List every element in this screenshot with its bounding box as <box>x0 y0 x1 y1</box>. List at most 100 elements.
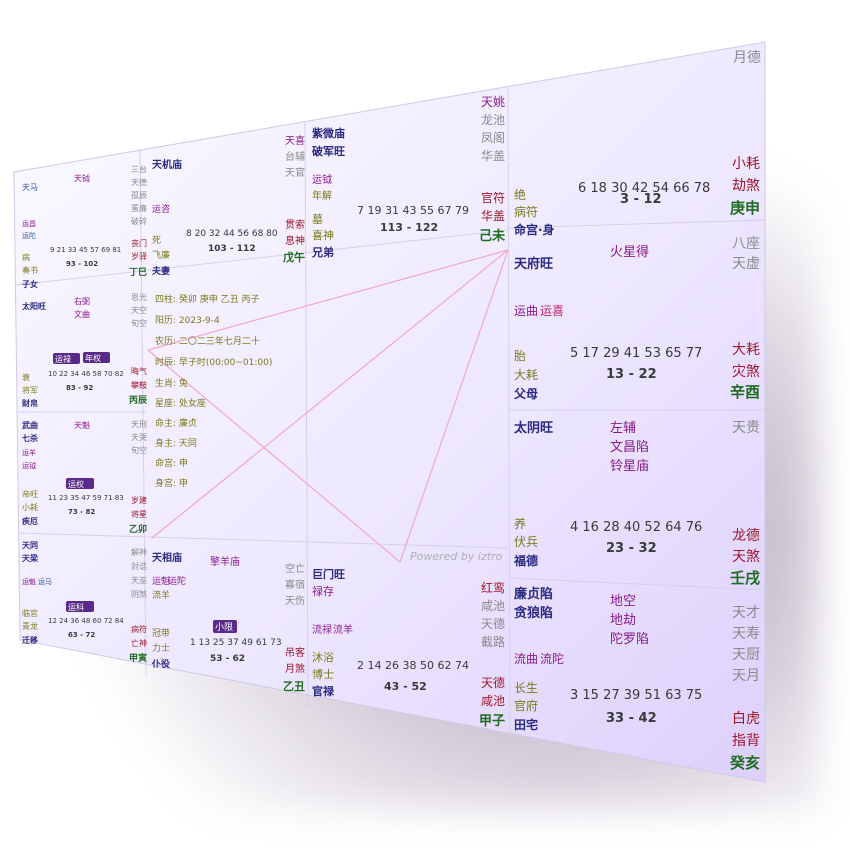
decade-range: 103 - 112 <box>208 244 256 254</box>
minor-star: 红鸾 <box>481 580 505 595</box>
heavenly-stem: 甲子 <box>479 714 505 729</box>
suiqian: 龙德 <box>732 528 760 544</box>
minor-star: 天伤 <box>285 594 305 607</box>
minor-star: 龙池 <box>481 113 505 127</box>
palace-shen[interactable]: 月德 6 18 30 42 54 66 78 3 - 12 绝 病符 命宫·身 … <box>513 50 761 237</box>
sihua-label: 运禄 <box>55 355 71 364</box>
sihua-label: 年权 <box>85 353 101 363</box>
minor-star: 台辅 <box>285 150 305 163</box>
boshi: 大耗 <box>514 368 538 382</box>
stage: 帝旺 <box>22 489 38 499</box>
minor-star: 天寿 <box>732 625 760 642</box>
xiaoxian-badge <box>213 620 237 633</box>
palace-name: 福德 <box>513 553 538 568</box>
palace-yin[interactable]: 天同 天梁 解神 封诰 天巫 阴煞 运魁 运马 运科 12 24 36 48 6… <box>22 541 147 664</box>
major-star: 巨门旺 <box>312 567 345 581</box>
heavenly-stem: 戊午 <box>282 250 305 264</box>
major-star: 破军旺 <box>312 144 345 158</box>
assist-star: 天钺 <box>74 173 90 183</box>
heavenly-stem: 癸亥 <box>729 754 760 772</box>
age-sequence: 12 24 36 48 60 72 84 <box>48 617 124 625</box>
center-sign: 星座: 处女座 <box>155 397 206 409</box>
minor-star: 蜚廉 <box>131 203 147 213</box>
stage: 长生 <box>514 681 538 695</box>
grid-lines <box>15 87 766 741</box>
assist-star: 火星得 <box>610 244 649 260</box>
palace-si[interactable]: 天马 天钺 三台 天德 孤辰 蜚廉 破碎 运昌 运陀 9 21 33 45 57… <box>22 164 147 289</box>
boshi: 飞廉 <box>152 249 170 261</box>
age-sequence: 11 23 35 47 59 71 83 <box>48 494 124 502</box>
age-sequence: 7 19 31 43 55 67 79 <box>357 204 469 217</box>
flow-star: 运魁 <box>152 575 170 587</box>
assist-star: 陀罗陷 <box>610 631 649 647</box>
palace-wei[interactable]: 紫微庙 破军旺 天姚 龙池 凤阁 华盖 运钺 年解 7 19 31 43 55 … <box>311 95 506 259</box>
boshi: 伏兵 <box>514 535 538 549</box>
minor-star: 孤辰 <box>131 190 147 200</box>
palace-name: 疾厄 <box>22 516 38 526</box>
center-soulpalace: 命宫: 申 <box>155 457 188 469</box>
minor-star: 旬空 <box>131 445 147 455</box>
palace-xu[interactable]: 太阴旺 左辅 文昌陷 铃星庙 天贵 4 16 28 40 52 64 76 23… <box>513 420 760 587</box>
flow-star: 流陀 <box>540 651 564 666</box>
sihua-badge <box>66 601 94 612</box>
palace-you[interactable]: 天府旺 火星得 八座 天虚 运曲 运喜 5 17 29 41 53 65 77 … <box>513 236 760 401</box>
center-lunar: 农历: 二〇二三年七月二十 <box>155 335 260 347</box>
sihua-badge <box>66 478 94 489</box>
flow-star: 年解 <box>312 189 332 202</box>
minor-star: 天姚 <box>481 95 505 109</box>
age-sequence: 10 22 34 46 58 70 82 <box>48 370 124 378</box>
assist-star: 文昌陷 <box>610 440 649 455</box>
decade-range: 43 - 52 <box>384 680 427 693</box>
palace-name: 迁移 <box>22 635 38 645</box>
heavenly-stem: 甲寅 <box>129 652 147 664</box>
age-sequence: 5 17 29 41 53 65 77 <box>570 346 702 361</box>
minor-star: 八座 <box>732 236 760 252</box>
minor-star: 封诰 <box>131 561 147 571</box>
jiangqian: 劫煞 <box>732 178 760 194</box>
stage: 死 <box>152 235 161 246</box>
flow-star: 运魁 <box>22 577 36 586</box>
boshi: 将军 <box>22 385 38 395</box>
suiqian: 天德 <box>481 675 505 690</box>
jiangqian: 亡神 <box>131 638 147 648</box>
center-soul: 命主: 廉贞 <box>155 417 197 429</box>
palace-chen[interactable]: 太阳旺 右弼 文曲 恩光 天空 旬空 运禄 年权 10 22 34 46 58 … <box>21 292 148 408</box>
palace-chou[interactable]: 天相庙 擎羊庙 空亡 寡宿 天伤 运魁 运陀 流羊 小限 1 13 25 37 … <box>152 551 305 693</box>
suiqian: 丧门 <box>131 238 147 248</box>
flow-star: 运钺 <box>22 461 36 470</box>
palace-wu[interactable]: 天机庙 天喜 台辅 天官 运咨 8 20 32 44 56 68 80 103 … <box>152 134 305 277</box>
boshi: 奏书 <box>22 265 38 275</box>
minor-star: 空亡 <box>285 562 305 575</box>
assist-star: 文曲 <box>74 309 90 319</box>
minor-star: 解神 <box>131 547 147 557</box>
age-sequence: 2 14 26 38 50 62 74 <box>357 659 469 672</box>
flow-star: 运昌 <box>22 220 36 228</box>
stage: 绝 <box>514 187 526 202</box>
major-star: 天马 <box>22 183 38 192</box>
triangle-lines <box>147 249 509 563</box>
palace-zi[interactable]: 巨门旺 禄存 红鸾 咸池 天德 截路 流禄 流羊 2 14 26 38 50 6… <box>312 567 505 729</box>
major-star: 天同 <box>22 541 38 550</box>
assist-star: 禄存 <box>312 584 334 598</box>
center-zodiac: 生肖: 兔 <box>155 377 188 389</box>
major-star: 廉贞陷 <box>514 586 553 602</box>
decade-range: 73 - 82 <box>68 508 95 516</box>
suiqian: 大耗 <box>732 342 760 358</box>
xiaoxian-label: 小限 <box>215 622 233 633</box>
minor-star: 天官 <box>285 166 305 179</box>
palace-hai[interactable]: 廉贞陷 贪狼陷 地空 地劫 陀罗陷 天才 天寿 天厨 天月 流曲 流陀 3 15… <box>513 586 760 772</box>
board-background <box>13 41 766 783</box>
boshi: 博士 <box>312 668 334 681</box>
flow-star: 运陀 <box>168 575 186 587</box>
palace-mao[interactable]: 武曲 七杀 天魁 天刑 天哭 旬空 运羊 运钺 运权 11 23 35 47 5… <box>22 420 147 535</box>
assist-star: 右弼 <box>74 296 90 306</box>
suiqian: 白虎 <box>732 711 760 727</box>
flow-star: 流曲 <box>514 652 538 666</box>
suiqian: 晦气 <box>131 366 147 376</box>
assist-star: 铃星庙 <box>610 459 649 474</box>
decade-range: 83 - 92 <box>66 384 93 392</box>
minor-star: 华盖 <box>481 149 505 163</box>
stage: 衰 <box>22 372 30 382</box>
sihua-badge <box>83 352 110 363</box>
major-star: 武曲 <box>22 420 38 430</box>
